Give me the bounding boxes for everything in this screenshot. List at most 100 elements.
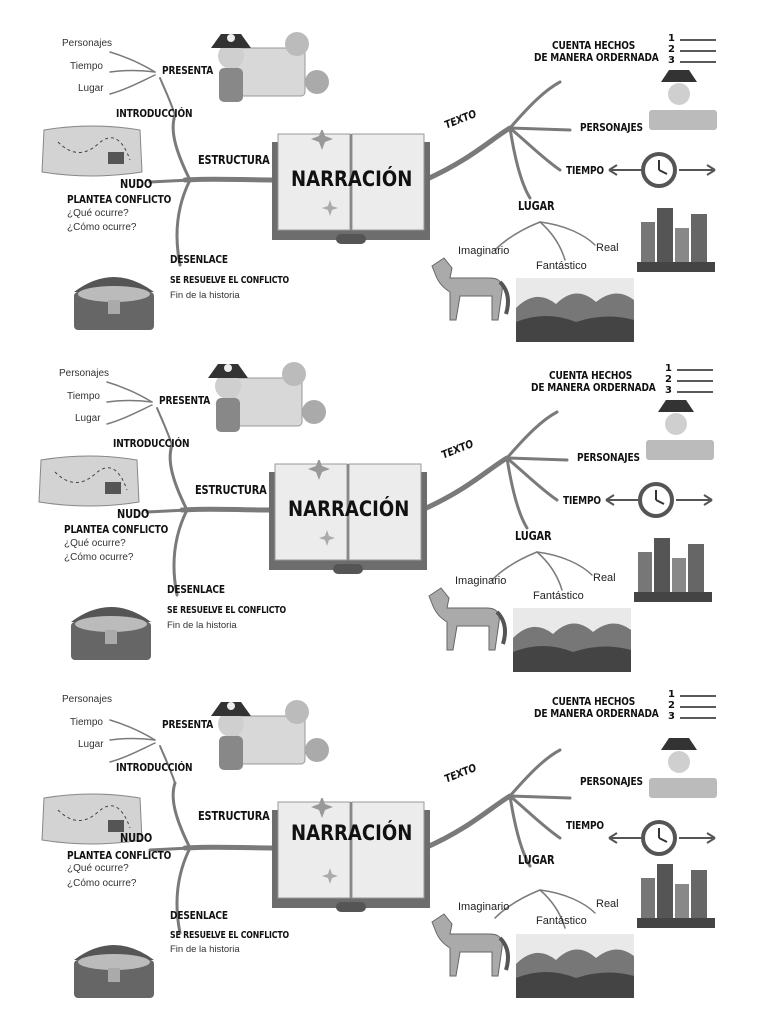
clock-icon	[608, 152, 716, 188]
forest-landscape-icon	[513, 608, 631, 672]
treasure-chest-icon	[74, 945, 154, 998]
presenta-lugar-label: Lugar	[78, 83, 104, 94]
horse-icon	[431, 257, 510, 321]
manera-ordenada-label: DE MANERA ORDERNADA	[534, 51, 659, 64]
personajes-label: PERSONAJES	[580, 775, 643, 788]
imaginario-label: Imaginario	[458, 901, 510, 913]
real-label: Real	[596, 242, 619, 254]
como-ocurre-label: ¿Cómo ocurre?	[64, 552, 134, 563]
desenlace-label: DESENLACE	[170, 909, 228, 922]
list-number-2: 2	[665, 374, 672, 385]
plantea-conflicto-label: PLANTEA CONFLICTO	[64, 523, 169, 536]
presenta-tiempo-label: Tiempo	[67, 391, 100, 402]
list-number-2: 2	[668, 700, 675, 711]
mind-map-panel-1: Personajes Tiempo Lugar PRESENTA INTRODU…	[0, 10, 768, 342]
city-icon	[637, 864, 715, 928]
tiempo-label: TIEMPO	[566, 819, 604, 832]
mind-map-branches	[109, 719, 596, 935]
list-number-3: 3	[668, 55, 675, 66]
open-book-icon	[269, 460, 427, 574]
nudo-label: NUDO	[120, 831, 153, 845]
imaginario-label: Imaginario	[455, 575, 507, 587]
narracion-title: NARRACIÓN	[291, 167, 413, 191]
lugar-label: LUGAR	[518, 853, 555, 867]
nudo-label: NUDO	[120, 177, 153, 191]
introduccion-label: INTRODUCCIÓN	[113, 437, 190, 450]
list-lines-icon	[680, 39, 716, 63]
introduccion-label: INTRODUCCIÓN	[116, 107, 193, 120]
como-ocurre-label: ¿Cómo ocurre?	[67, 222, 137, 233]
pirate-kids-map-icon	[208, 362, 326, 432]
estructura-label: ESTRUCTURA	[198, 809, 270, 823]
list-number-1: 1	[668, 689, 675, 700]
list-number-2: 2	[668, 44, 675, 55]
pirate-reading-icon	[649, 70, 717, 130]
que-ocurre-label: ¿Qué ocurre?	[64, 538, 126, 549]
personajes-label: PERSONAJES	[577, 451, 640, 464]
presenta-personajes-label: Personajes	[59, 368, 110, 379]
clock-icon	[608, 820, 716, 856]
real-label: Real	[596, 898, 619, 910]
city-icon	[637, 208, 715, 272]
cuenta-hechos-label: CUENTA HECHOS	[552, 39, 636, 52]
estructura-label: ESTRUCTURA	[198, 153, 270, 167]
treasure-chest-icon	[74, 277, 154, 330]
treasure-map-icon	[41, 793, 143, 845]
forest-landscape-icon	[516, 278, 634, 342]
nudo-label: NUDO	[117, 507, 150, 521]
mind-map-branches	[106, 381, 593, 597]
fantastico-label: Fantástico	[533, 590, 584, 602]
list-number-1: 1	[668, 33, 675, 44]
presenta-personajes-label: Personajes	[62, 38, 113, 49]
desenlace-label: DESENLACE	[167, 583, 225, 596]
pirate-kids-map-icon	[211, 32, 329, 102]
treasure-chest-icon	[71, 607, 151, 660]
personajes-label: PERSONAJES	[580, 121, 643, 134]
imaginario-label: Imaginario	[458, 245, 510, 257]
presenta-lugar-label: Lugar	[78, 739, 104, 750]
presenta-label: PRESENTA	[162, 718, 214, 731]
presenta-lugar-label: Lugar	[75, 413, 101, 424]
resuelve-conflicto-label: SE RESUELVE EL CONFLICTO	[170, 930, 289, 941]
open-book-icon	[272, 130, 430, 244]
presenta-personajes-label: Personajes	[62, 694, 113, 705]
lugar-label: LUGAR	[515, 529, 552, 543]
cuenta-hechos-label: CUENTA HECHOS	[549, 369, 633, 382]
como-ocurre-label: ¿Cómo ocurre?	[67, 878, 137, 889]
forest-landscape-icon	[516, 934, 634, 998]
manera-ordenada-label: DE MANERA ORDERNADA	[534, 707, 659, 720]
presenta-label: PRESENTA	[159, 394, 211, 407]
resuelve-conflicto-label: SE RESUELVE EL CONFLICTO	[167, 605, 286, 616]
clock-icon	[605, 482, 713, 518]
que-ocurre-label: ¿Qué ocurre?	[67, 208, 129, 219]
fin-historia-label: Fin de la historia	[170, 944, 240, 955]
fantastico-label: Fantástico	[536, 260, 587, 272]
horse-icon	[428, 587, 507, 651]
cuenta-hechos-label: CUENTA HECHOS	[552, 695, 636, 708]
list-lines-icon	[677, 369, 713, 393]
presenta-label: PRESENTA	[162, 64, 214, 77]
pirate-kids-map-icon	[211, 700, 329, 770]
narracion-title: NARRACIÓN	[288, 497, 410, 521]
list-number-3: 3	[665, 385, 672, 396]
tiempo-label: TIEMPO	[566, 164, 604, 177]
mind-map-panel-2: Personajes Tiempo Lugar PRESENTA INTRODU…	[0, 340, 765, 672]
presenta-tiempo-label: Tiempo	[70, 61, 103, 72]
pirate-reading-icon	[649, 738, 717, 798]
presenta-tiempo-label: Tiempo	[70, 717, 103, 728]
resuelve-conflicto-label: SE RESUELVE EL CONFLICTO	[170, 275, 289, 286]
introduccion-label: INTRODUCCIÓN	[116, 761, 193, 774]
real-label: Real	[593, 572, 616, 584]
tiempo-label: TIEMPO	[563, 494, 601, 507]
treasure-map-icon	[41, 125, 143, 177]
list-number-3: 3	[668, 711, 675, 722]
plantea-conflicto-label: PLANTEA CONFLICTO	[67, 849, 172, 862]
fantastico-label: Fantástico	[536, 915, 587, 927]
desenlace-label: DESENLACE	[170, 253, 228, 266]
pirate-reading-icon	[646, 400, 714, 460]
fin-historia-label: Fin de la historia	[167, 620, 237, 631]
list-number-1: 1	[665, 363, 672, 374]
mind-map-panel-3: Personajes Tiempo Lugar PRESENTA INTRODU…	[0, 678, 768, 1008]
horse-icon	[431, 913, 510, 977]
